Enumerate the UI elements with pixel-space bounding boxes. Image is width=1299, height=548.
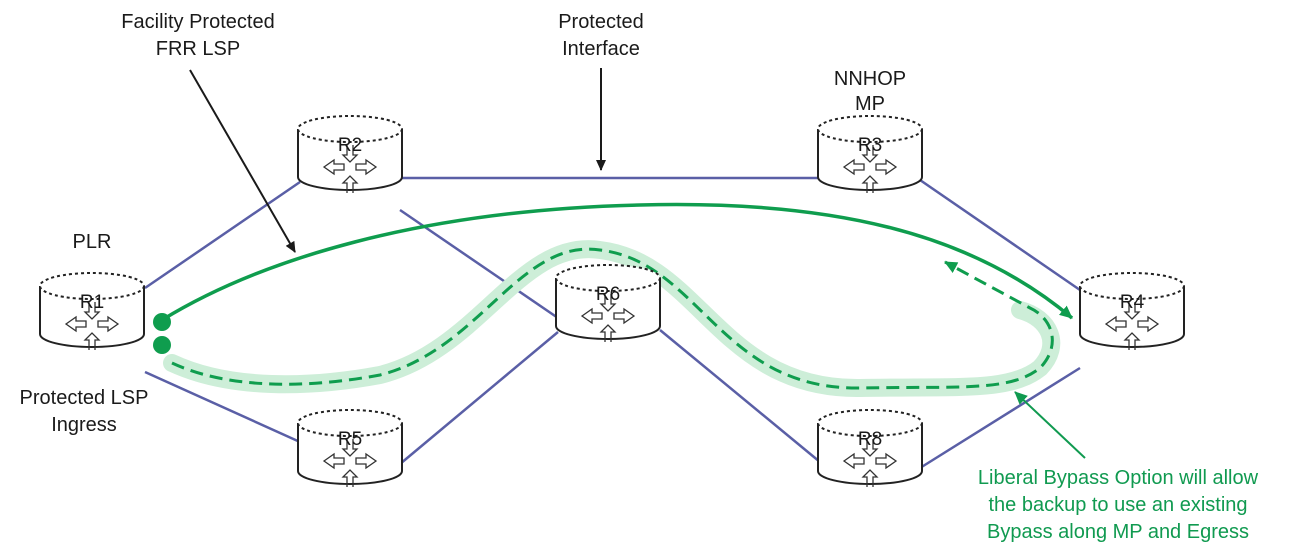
- lsp-start-dot: [153, 313, 171, 331]
- liberal-label-line3: Bypass along MP and Egress: [987, 521, 1249, 543]
- link-r1-r5: [144, 370, 301, 444]
- router-r5: R5: [297, 409, 403, 488]
- router-r6: R6: [555, 264, 661, 343]
- facility-label-line2: FRR LSP: [156, 38, 240, 60]
- protected-interface-line2: Interface: [562, 38, 640, 60]
- router-label-r5: R5: [338, 429, 362, 450]
- facility-label-line1: Facility Protected: [121, 11, 274, 33]
- router-r4: R4: [1079, 272, 1185, 351]
- nnhop-label-line2: MP: [855, 93, 885, 115]
- protected-lsp-label-line1: Protected LSP: [20, 387, 149, 409]
- bypass-path: [171, 247, 1054, 390]
- router-r3: R3: [817, 115, 923, 194]
- protected-lsp-path: [161, 202, 1074, 322]
- router-r2: R2: [297, 115, 403, 194]
- bypass-start-dot: [153, 336, 171, 354]
- router-r8: R8: [817, 409, 923, 488]
- link-r2-r6: [399, 208, 559, 320]
- router-label-r6: R6: [596, 284, 620, 305]
- links: [144, 176, 1081, 470]
- link-r1-r2: [144, 180, 301, 290]
- callout-arrow-icon: [189, 69, 296, 253]
- router-label-r8: R8: [858, 429, 882, 450]
- router-r1: R1: [39, 272, 145, 351]
- liberal-callout-arrow-icon: [1014, 391, 1086, 459]
- liberal-label-line2: the backup to use an existing: [988, 494, 1247, 516]
- nnhop-label-line1: NNHOP: [834, 68, 906, 90]
- plr-label: PLR: [73, 231, 112, 253]
- liberal-label-line1: Liberal Bypass Option will allow: [978, 467, 1259, 489]
- link-r3-r4: [919, 178, 1081, 292]
- link-r8-r4: [919, 366, 1081, 470]
- router-label-r3: R3: [858, 135, 882, 156]
- router-label-r1: R1: [80, 292, 104, 313]
- protected-lsp-label-line2: Ingress: [51, 414, 117, 436]
- router-label-r4: R4: [1120, 292, 1145, 313]
- link-r6-r8: [659, 329, 821, 463]
- protected-interface-line1: Protected: [558, 11, 644, 33]
- link-r5-r6: [399, 331, 559, 465]
- router-label-r2: R2: [338, 135, 362, 156]
